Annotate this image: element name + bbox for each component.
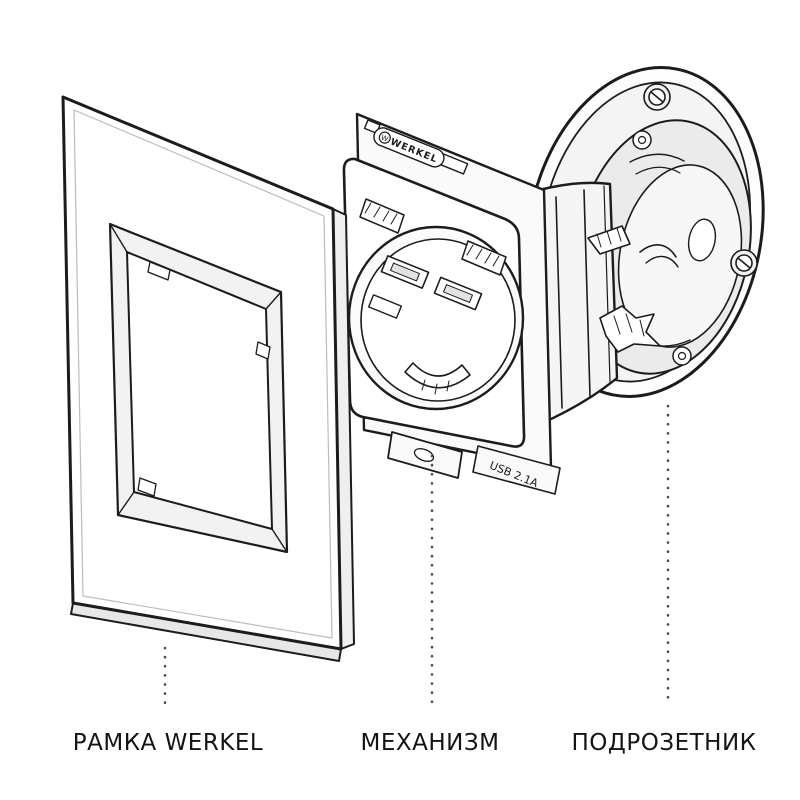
socket-slot — [367, 294, 403, 319]
box-screw-top-icon — [643, 83, 671, 111]
frame-window-tabs — [137, 261, 271, 497]
frame-front-chamfer — [73, 109, 333, 639]
strap-bottom-tab — [387, 431, 463, 479]
ground-clip-icon — [404, 362, 471, 395]
box-screw-right-icon — [730, 249, 758, 277]
leader-lines — [163, 404, 670, 708]
usb-port-1 — [380, 255, 430, 289]
brand-initial-text: W — [380, 134, 389, 144]
frame-claw-left-icon — [359, 198, 405, 234]
claw-spring-wire — [639, 244, 679, 268]
usb-port-2 — [433, 276, 483, 311]
mechanism-label: МЕХАНИЗМ — [360, 730, 500, 756]
expanding-claw-upper — [587, 225, 631, 255]
frame-window-corner-lines — [109, 223, 288, 553]
frame-claw-right-icon — [461, 240, 507, 276]
frame-part — [61, 95, 355, 662]
box-screw-bosses — [632, 130, 692, 366]
frame-label: РАМКА WERKEL — [72, 730, 264, 756]
box-knockouts — [629, 153, 717, 347]
mounting-box-label: ПОДРОЗЕТНИК — [571, 730, 757, 756]
expanding-claw-lower — [599, 305, 661, 353]
usb-rating-tab: USB 2.1A — [472, 445, 561, 495]
mechanism-part: W WERKEL USB 2.1A — [342, 112, 679, 495]
